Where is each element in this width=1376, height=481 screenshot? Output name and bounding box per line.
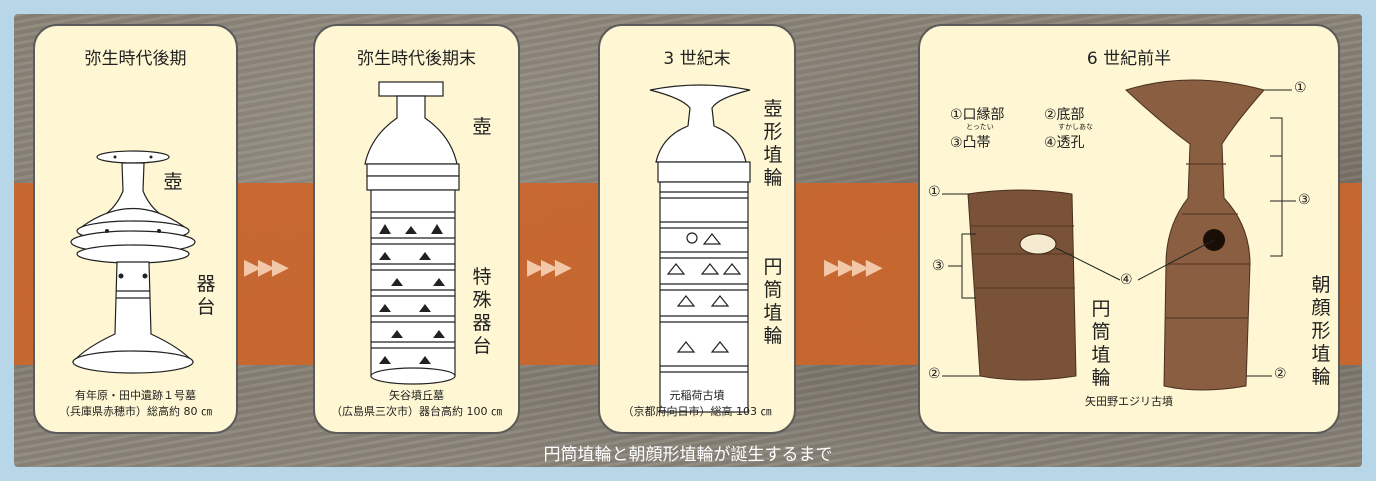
arrow-chevrons-3: ▶▶▶▶ (824, 255, 883, 280)
caption-location: （広島県三次市）器台高約 100 ㎝ (331, 405, 502, 418)
caption-site: 有年原・田中遺跡１号墓 (75, 389, 196, 402)
caption: 元稲荷古墳 （京都府向日市）総高 103 ㎝ (600, 388, 794, 420)
diagram-title: 円筒埴輪と朝顔形埴輪が誕生するまで (543, 445, 833, 465)
period-panel-3: 3 世紀末 壺形埴輪 円筒埴輪 元稲荷古墳 （京都府向日市）総高 103 ㎝ (598, 24, 796, 434)
arrow-chevrons-2: ▶▶▶ (527, 255, 572, 280)
label-jar-haniwa: 壺形埴輪 (763, 98, 783, 189)
panel-title: 弥生時代後期末 (357, 49, 476, 69)
label-jar: 壺 (472, 116, 492, 138)
marker-base-left: ② (928, 366, 941, 382)
panel-title: 3 世紀末 (663, 49, 731, 69)
caption-site: 元稲荷古墳 (669, 389, 725, 402)
caption-location: （京都府向日市）総高 103 ㎝ (622, 405, 772, 418)
label-cylinder-haniwa: 円筒埴輪 (1091, 298, 1111, 389)
caption-site: 矢田野エジリ古墳 (1085, 395, 1173, 408)
marker-base-right: ② (1274, 366, 1287, 382)
period-panel-4: 6 世紀前半 ①口縁部 ②底部 とったい ③凸帯 すかしあな ④透孔 ① ③ ②… (918, 24, 1340, 434)
marker-band-left: ③ (932, 258, 945, 274)
special-stand-illustration (364, 81, 460, 385)
caption: 有年原・田中遺跡１号墓 （兵庫県赤穂市）総高約 80 ㎝ (35, 388, 236, 420)
caption-site: 矢谷墳丘墓 (389, 389, 444, 402)
period-panel-2: 弥生時代後期末 壺 特殊器台 矢谷墳丘墓 （広 (313, 24, 520, 434)
label-stand: 器台 (196, 273, 216, 318)
caption-location: （兵庫県赤穂市）総高約 80 ㎝ (59, 405, 212, 418)
haniwa-illustration (649, 84, 751, 413)
label-morning-glory-haniwa: 朝顔形埴輪 (1311, 274, 1331, 388)
haniwa-photo-illustration (942, 79, 1296, 391)
marker-hole: ④ (1120, 272, 1133, 288)
caption: 矢田野エジリ古墳 (920, 394, 1338, 410)
arrow-chevrons-1: ▶▶▶ (244, 255, 289, 280)
marker-band-right: ③ (1298, 192, 1311, 208)
period-panel-1: 弥生時代後期 壺 器台 有年原・田中遺跡１号墓 （兵庫県赤穂市）総高約 80 ㎝ (33, 24, 238, 434)
legend-hole: ④透孔 (1044, 135, 1085, 151)
ruby-sukashiana: すかしあな (1058, 123, 1093, 131)
panel-title: 弥生時代後期 (84, 49, 187, 69)
pot-stand-illustration (70, 150, 196, 374)
label-cylinder-haniwa: 円筒埴輪 (763, 256, 783, 347)
legend-band: ③凸帯 (950, 135, 991, 151)
legend-rim: ①口縁部 (950, 107, 1005, 123)
caption: 矢谷墳丘墓 （広島県三次市）器台高約 100 ㎝ (315, 388, 518, 420)
marker-rim-left: ① (928, 184, 941, 200)
legend-base: ②底部 (1044, 107, 1085, 123)
panel-title: 6 世紀前半 (1086, 49, 1172, 69)
label-special-stand: 特殊器台 (472, 266, 492, 357)
marker-rim-right: ① (1294, 80, 1307, 96)
label-jar: 壺 (163, 171, 183, 193)
ruby-totai: とったい (966, 123, 994, 131)
